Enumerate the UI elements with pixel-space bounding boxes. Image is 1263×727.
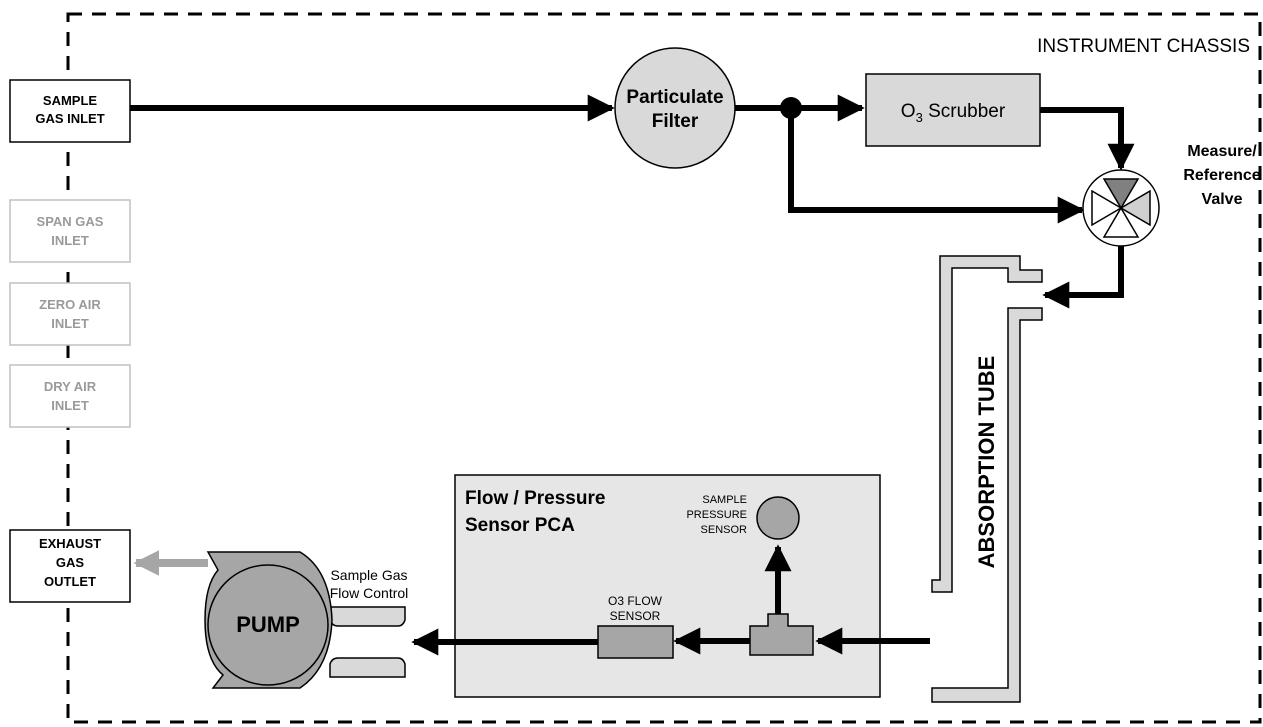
pca-title-line2: Sensor PCA [465,515,575,536]
sample-pressure-sensor [756,496,800,540]
svg-text:SENSOR: SENSOR [701,524,748,536]
pump: PUMP [204,551,333,689]
particulate-filter: Particulate Filter [614,47,736,169]
svg-text:O3 FLOW: O3 FLOW [608,594,663,608]
svg-text:Measure/: Measure/ [1187,143,1257,160]
svg-text:Flow Control: Flow Control [330,585,409,601]
valve-label: Measure/ Reference Valve [1183,143,1260,208]
svg-text:DRY AIR: DRY AIR [44,379,97,394]
absorption-tube-label: ABSORPTION TUBE [974,356,999,569]
svg-text:SAMPLE: SAMPLE [43,93,98,108]
svg-text:SENSOR: SENSOR [610,609,661,623]
svg-text:EXHAUST: EXHAUST [39,536,101,551]
svg-text:PRESSURE: PRESSURE [686,509,747,521]
sample-pressure-sensor-label: SAMPLE PRESSURE SENSOR [686,494,747,536]
svg-text:INLET: INLET [51,233,89,248]
pca-title-line1: Flow / Pressure [465,488,605,509]
span-gas-inlet: SPAN GAS INLET [9,199,131,263]
svg-text:PUMP: PUMP [236,612,300,637]
svg-text:SPAN GAS: SPAN GAS [37,214,104,229]
o3-flow-sensor [597,625,674,659]
svg-text:INLET: INLET [51,398,89,413]
measure-reference-valve [1082,169,1160,247]
bypass-line [788,108,1085,224]
sample-gas-inlet: SAMPLE GAS INLET [9,79,131,143]
sample-gas-flow-control-label: Sample Gas Flow Control [330,567,409,601]
scrubber-out-line [1040,107,1135,171]
svg-text:INLET: INLET [51,316,89,331]
o3-flow-sensor-label: O3 FLOW SENSOR [608,594,663,623]
svg-text:OUTLET: OUTLET [44,574,96,589]
absorption-tube-shape [931,255,1043,703]
svg-text:GAS INLET: GAS INLET [35,111,104,126]
instrument-chassis-label: INSTRUMENT CHASSIS [1037,36,1250,57]
svg-text:Sample Gas: Sample Gas [330,567,407,583]
exhaust-gas-outlet: EXHAUST GAS OUTLET [9,529,131,603]
svg-text:GAS: GAS [56,555,85,570]
sample-gas-flow-control [329,606,406,678]
svg-text:SAMPLE: SAMPLE [702,494,747,506]
svg-text:Reference: Reference [1183,167,1260,184]
o3-scrubber: O3 Scrubber [865,73,1041,147]
svg-text:Valve: Valve [1202,191,1243,208]
dry-air-inlet: DRY AIR INLET [9,364,131,428]
tee-fitting [749,613,814,656]
svg-text:ZERO AIR: ZERO AIR [39,297,101,312]
svg-text:O3 Scrubber: O3 Scrubber [901,101,1006,125]
zero-air-inlet: ZERO AIR INLET [9,282,131,346]
valve-out-line [1042,246,1124,309]
flow-pressure-sensor-pca [454,474,881,698]
svg-text:Particulate: Particulate [626,87,723,108]
svg-text:Filter: Filter [652,111,699,132]
